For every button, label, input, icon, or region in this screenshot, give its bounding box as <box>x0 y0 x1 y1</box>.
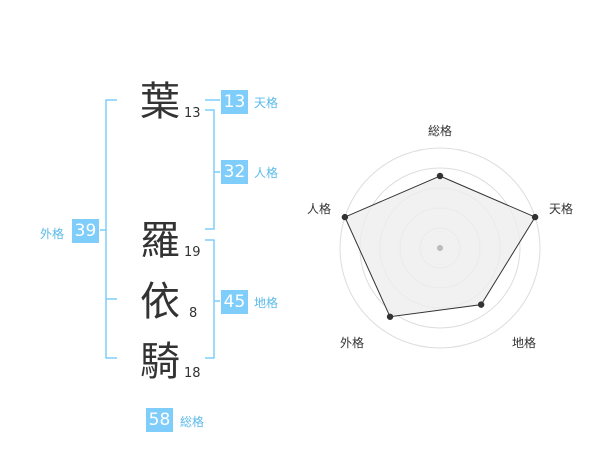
radar-axis-label-4: 外格 <box>340 335 364 350</box>
jinkaku-label: 人格 <box>254 166 279 180</box>
chikaku-label: 地格 <box>254 296 279 310</box>
gaikaku-score: 39 <box>72 219 99 243</box>
soukaku-label: 総格 <box>180 415 205 429</box>
radar-point-1 <box>436 172 444 180</box>
stroke-count-4: 18 <box>184 366 201 381</box>
gaikaku-label: 外格 <box>40 227 65 241</box>
jinkaku-bracket <box>205 109 220 230</box>
tenkaku-label: 天格 <box>254 96 279 110</box>
chikaku-bracket <box>205 239 220 359</box>
radar-point-4 <box>386 313 394 320</box>
tenkaku-score: 13 <box>221 90 248 114</box>
radar-center-dot <box>437 245 443 251</box>
radar-axis-label-1: 総格 <box>428 123 452 138</box>
gaikaku-bracket <box>100 99 117 359</box>
radar-point-2 <box>531 213 539 221</box>
jinkaku-score: 32 <box>221 160 248 184</box>
radar-axis-label-2: 天格 <box>549 201 573 216</box>
soukaku-score: 58 <box>146 408 173 432</box>
name-char-1: 葉 <box>140 79 180 125</box>
name-char-4: 騎 <box>140 339 180 385</box>
radar-ring-5 <box>339 147 541 349</box>
radar-point-3 <box>477 301 485 308</box>
radar-axis-label-3: 地格 <box>512 335 536 350</box>
radar-axis-label-5: 人格 <box>307 201 331 216</box>
stroke-count-3: 8 <box>189 306 198 321</box>
stroke-count-2: 19 <box>184 245 201 260</box>
chikaku-score: 45 <box>221 290 248 314</box>
stroke-count-1: 13 <box>184 106 201 121</box>
name-char-3: 依 <box>140 279 180 325</box>
radar-point-5 <box>341 213 349 221</box>
name-char-2: 羅 <box>140 218 180 264</box>
